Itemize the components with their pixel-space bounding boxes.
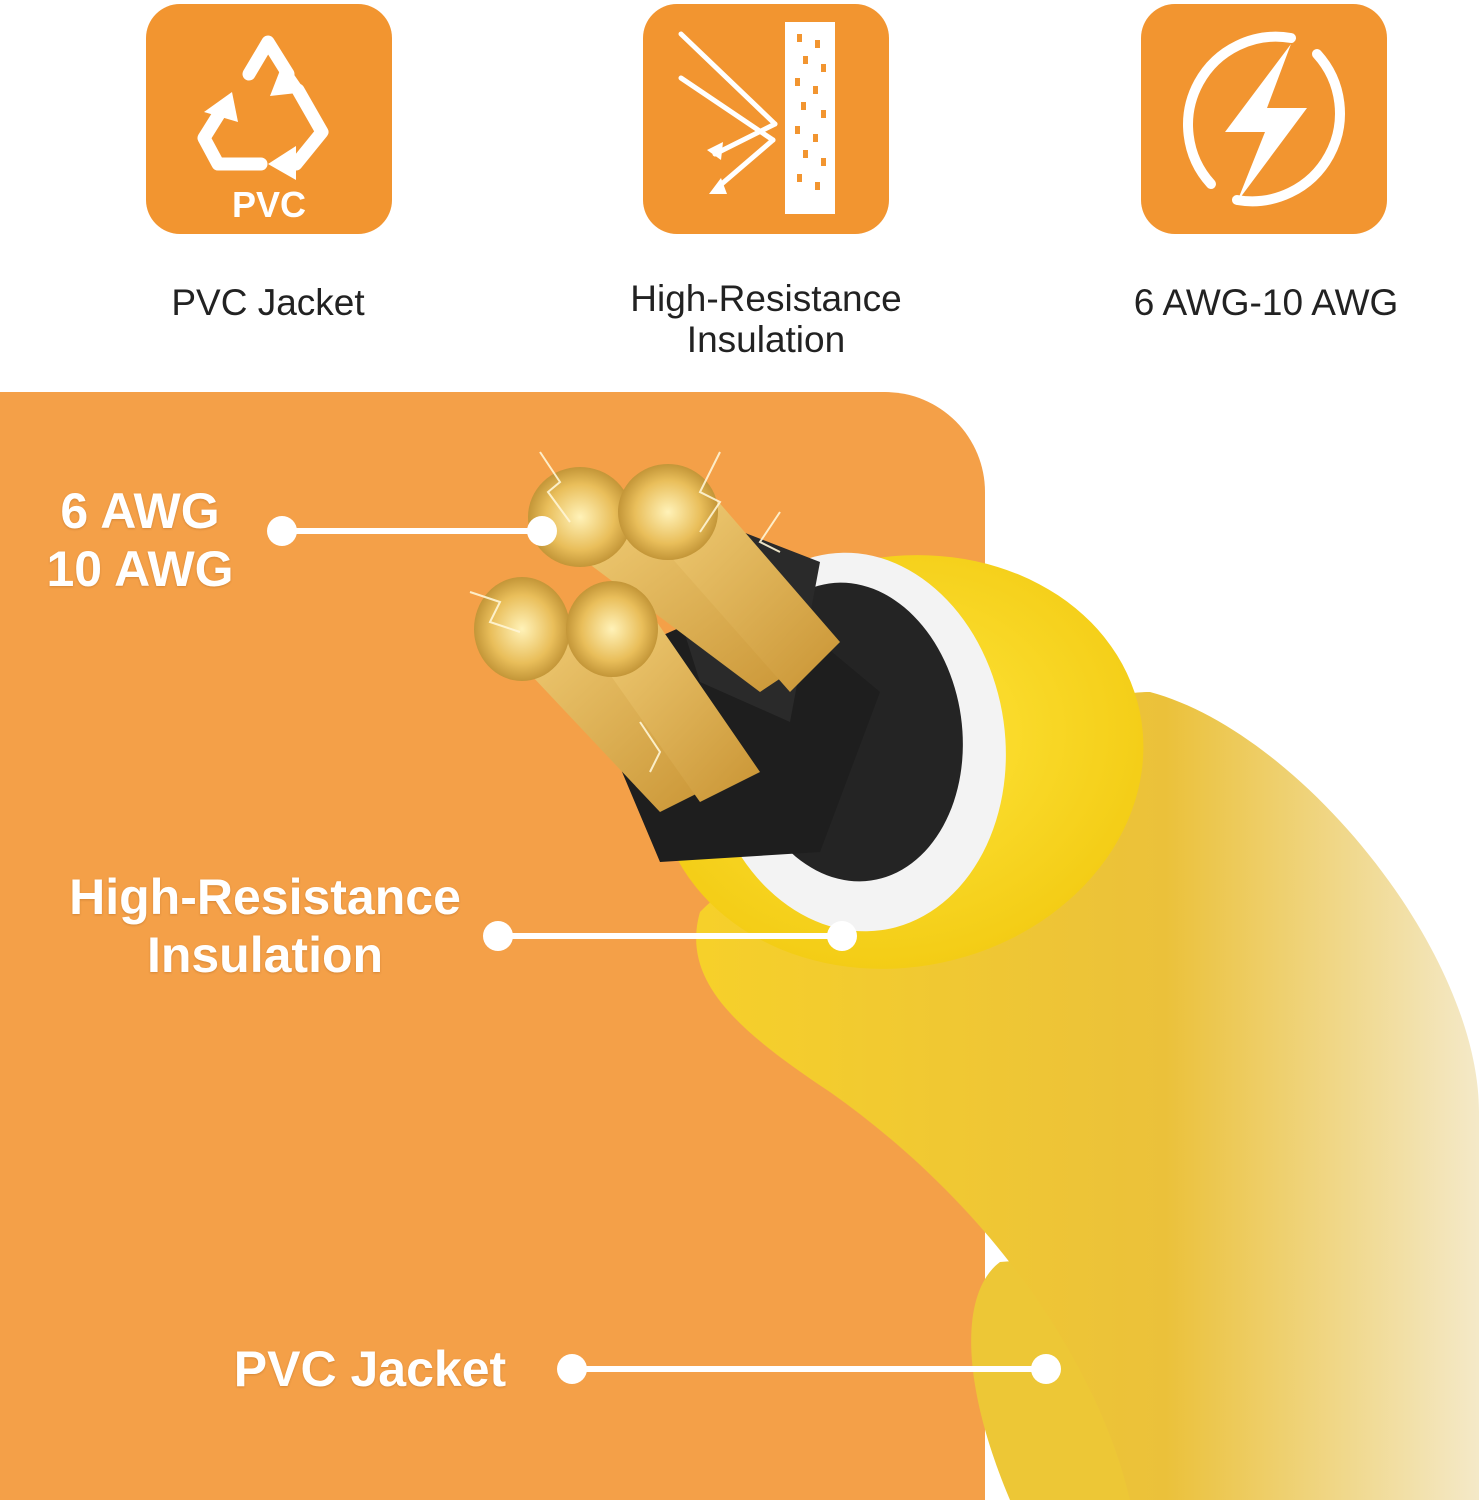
callout-insulation-label: High-Resistance Insulation	[40, 868, 490, 984]
cable-illustration	[469, 451, 1479, 1500]
insulation-leader-line	[498, 933, 842, 939]
pvc-badge-text: PVC	[231, 184, 307, 225]
callout-insulation-line1: High-Resistance	[69, 869, 461, 925]
callout-conductor-line2: 10 AWG	[46, 541, 234, 597]
recycle-icon	[197, 35, 329, 180]
callout-jacket-label: PVC Jacket	[233, 1341, 507, 1397]
insulation-leader-end-dot	[827, 921, 857, 951]
feature-tile-gauge	[1141, 4, 1387, 234]
insulation-leader-start-dot	[483, 921, 513, 951]
callout-conductor-label: 6 AWG 10 AWG	[20, 482, 260, 598]
feature-caption-gauge: 6 AWG-10 AWG	[1133, 282, 1399, 323]
conductor-leader-end-dot	[527, 516, 557, 546]
conductor-leader-start-dot	[267, 516, 297, 546]
feature-tile-insulation	[643, 4, 889, 234]
feature-tile-pvc: PVC	[146, 4, 392, 234]
jacket-leader-line	[572, 1366, 1046, 1372]
shield-barrier-icon	[678, 22, 835, 214]
callout-conductor-line1: 6 AWG	[60, 483, 220, 539]
callout-insulation-line2: Insulation	[146, 927, 384, 983]
lightning-icon	[1183, 31, 1345, 207]
conductor-leader-line	[282, 528, 542, 534]
feature-caption-pvc: PVC Jacket	[171, 282, 365, 323]
jacket-leader-end-dot	[1031, 1354, 1061, 1384]
jacket-leader-start-dot	[557, 1354, 587, 1384]
feature-caption-insulation: High-Resistance Insulation	[630, 278, 902, 360]
